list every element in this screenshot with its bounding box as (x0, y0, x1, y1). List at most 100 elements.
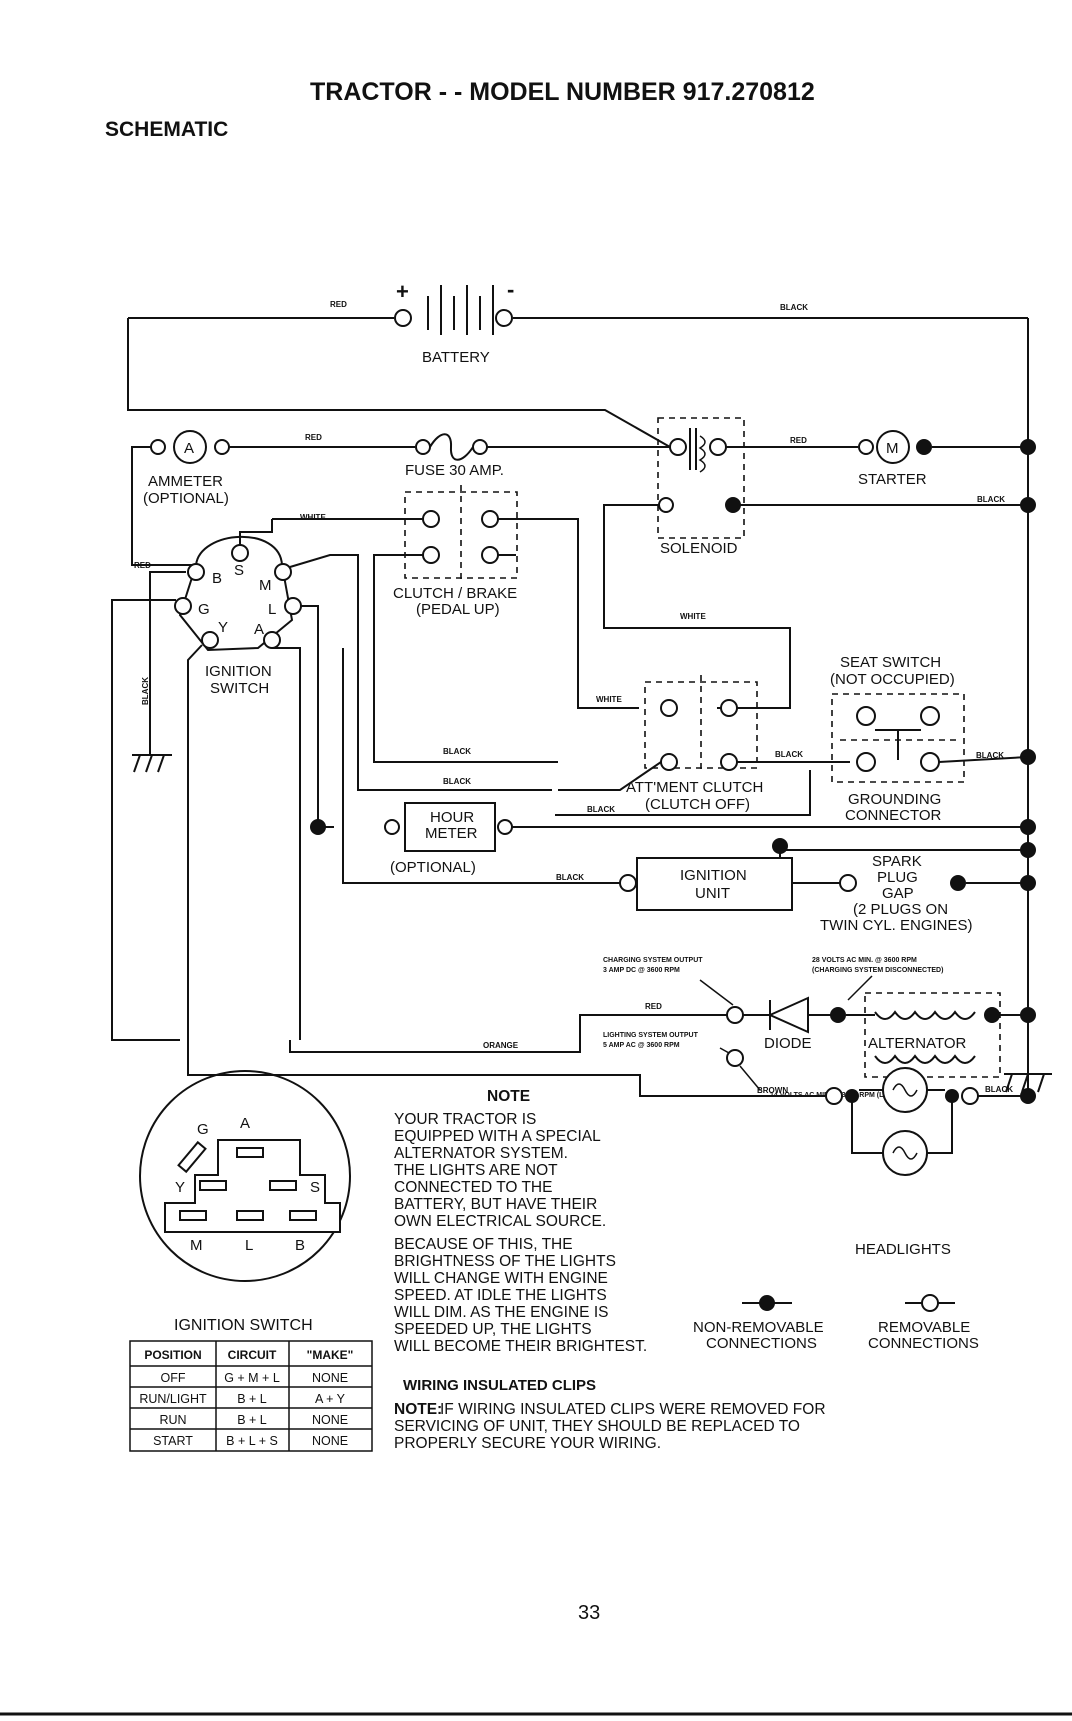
note-line: THE LIGHTS ARE NOT (394, 1162, 558, 1179)
volts14-arrow (739, 1065, 761, 1091)
battery-solenoid-wire (127, 318, 671, 448)
note-line: OWN ELECTRICAL SOURCE. (394, 1213, 606, 1230)
clips-note: WIRING INSULATED CLIPS NOTE: IF WIRING I… (394, 1377, 826, 1452)
spark-plug: SPARK PLUG GAP (2 PLUGS ON TWIN CYL. ENG… (820, 853, 1028, 934)
switch-table-title: IGNITION SWITCH (174, 1317, 313, 1334)
charging-output-value: 3 AMP DC @ 3600 RPM (603, 967, 680, 974)
section-title: SCHEMATIC (105, 118, 228, 141)
wire-label-black-4: BLACK (775, 750, 803, 759)
switch-letter-s: S (234, 562, 244, 579)
ignition-unit-label: IGNITION (680, 867, 747, 884)
wire-label-red-2: RED (305, 433, 322, 442)
table-cell: A + Y (315, 1392, 346, 1406)
note-line: WILL BECOME THEIR BRIGHTEST. (394, 1338, 647, 1355)
table-header-circuit: CIRCUIT (228, 1348, 277, 1362)
legend-nonremovable-label: NON-REMOVABLE (693, 1319, 824, 1336)
legend-nonremovable-label-2: CONNECTIONS (706, 1335, 817, 1352)
solenoid: SOLENOID (657, 417, 745, 557)
ignition-switch-label: IGNITION (205, 663, 272, 680)
battery-positive-label: + (396, 279, 409, 304)
note-line: ALTERNATOR SYSTEM. (394, 1145, 568, 1162)
ground-symbol-right (1004, 1070, 1052, 1096)
ground-symbol-left (132, 708, 172, 773)
headlights: HEADLIGHTS (825, 1067, 979, 1258)
attm-black-wire-3 (555, 770, 811, 816)
clutch-brake-switch: CLUTCH / BRAKE (PEDAL UP) (393, 485, 518, 618)
wire-label-black-5: BLACK (443, 777, 471, 786)
note-line: YOUR TRACTOR IS (394, 1111, 536, 1128)
note-line: BRIGHTNESS OF THE LIGHTS (394, 1253, 616, 1270)
wire-label-white: WHITE (300, 513, 326, 522)
table-cell: NONE (312, 1434, 348, 1448)
grounding-connector-label-2: CONNECTOR (845, 807, 942, 824)
note-line: CONNECTED TO THE (394, 1179, 552, 1196)
table-cell: RUN/LIGHT (139, 1392, 207, 1406)
clutch-black-wire (373, 554, 558, 763)
clutch-white-wire (498, 518, 639, 709)
ignition-unit-black-wire (342, 648, 620, 884)
ammeter: A AMMETER (OPTIONAL) (143, 430, 230, 507)
face-letter-l: L (245, 1237, 253, 1254)
wire-label-brown: BROWN (757, 1086, 788, 1095)
table-cell: G + M + L (224, 1371, 280, 1385)
lighting-terminal (719, 1047, 744, 1067)
clips-line: SERVICING OF UNIT, THEY SHOULD BE REPLAC… (394, 1418, 800, 1435)
table-cell: START (153, 1434, 193, 1448)
lighting-output-label: LIGHTING SYSTEM OUTPUT (603, 1032, 699, 1039)
wire-label-black-3: BLACK (443, 747, 471, 756)
seat-switch-state: (NOT OCCUPIED) (830, 671, 955, 688)
note-line: BECAUSE OF THIS, THE (394, 1236, 573, 1253)
wire-label-white-2: WHITE (680, 612, 706, 621)
switch-s-wire (239, 519, 273, 545)
note-line: EQUIPPED WITH A SPECIAL (394, 1128, 601, 1145)
note-line: WILL DIM. AS THE ENGINE IS (394, 1304, 608, 1321)
wire-label-black-2: BLACK (977, 495, 1005, 504)
face-letter-g: G (197, 1121, 209, 1138)
wire-label-black-7: BLACK (976, 751, 1004, 760)
starter-letter: M (886, 440, 899, 457)
face-letter-s: S (310, 1179, 320, 1196)
wire-label-black-8: BLACK (556, 873, 584, 882)
table-cell: B + L + S (226, 1434, 278, 1448)
fuse-label: FUSE 30 AMP. (405, 462, 504, 479)
legend-removable: REMOVABLE CONNECTIONS (868, 1294, 979, 1352)
table-header-make: "MAKE" (307, 1348, 354, 1362)
note-line: SPEED. AT IDLE THE LIGHTS (394, 1287, 607, 1304)
page-number: 33 (578, 1602, 600, 1624)
battery: + - BATTERY (128, 277, 1028, 366)
volts28-arrow (847, 975, 873, 1001)
hour-meter-label: HOUR (430, 809, 474, 826)
wire-label-black-9: BLACK (985, 1085, 1013, 1094)
table-cell: RUN (159, 1413, 186, 1427)
face-letter-y: Y (175, 1179, 185, 1196)
note-line: SPEEDED UP, THE LIGHTS (394, 1321, 592, 1338)
diode: DIODE (726, 996, 846, 1052)
hour-meter-label-2: METER (425, 825, 478, 842)
table-header-position: POSITION (144, 1348, 201, 1362)
switch-m-wire (289, 554, 552, 791)
orange-wire (289, 1014, 727, 1053)
clutch-label: CLUTCH / BRAKE (393, 585, 517, 602)
spark-plug-note-2: TWIN CYL. ENGINES) (820, 917, 973, 934)
seat-switch: SEAT SWITCH (NOT OCCUPIED) GROUNDING CON… (830, 654, 965, 824)
attm-black-wire-2 (558, 761, 662, 791)
alternator-label: ALTERNATOR (868, 1035, 967, 1052)
headlights-label: HEADLIGHTS (855, 1241, 951, 1258)
switch-letter-y: Y (218, 619, 228, 636)
charging-arrow (699, 979, 734, 1006)
clips-line: PROPERLY SECURE YOUR WIRING. (394, 1435, 661, 1452)
switch-table: POSITION CIRCUIT "MAKE" OFF G + M + L NO… (129, 1340, 373, 1452)
switch-a-wire (272, 647, 301, 1040)
wire-label-red-4: RED (790, 436, 807, 445)
ammeter-letter: A (184, 440, 194, 457)
ignition-switch-label-2: SWITCH (210, 680, 269, 697)
switch-letter-b: B (212, 570, 222, 587)
alternator: ALTERNATOR (864, 992, 1001, 1078)
wire-label-red-3: RED (134, 561, 151, 570)
hour-meter: HOUR METER (OPTIONAL) (384, 802, 513, 876)
volts28-label: 28 VOLTS AC MIN. @ 3600 RPM (812, 957, 917, 964)
switch-letter-l: L (268, 601, 276, 618)
face-letter-a: A (240, 1115, 250, 1132)
seat-ground-wire (938, 756, 1029, 763)
lighting-output-value: 5 AMP AC @ 3600 RPM (603, 1042, 680, 1049)
